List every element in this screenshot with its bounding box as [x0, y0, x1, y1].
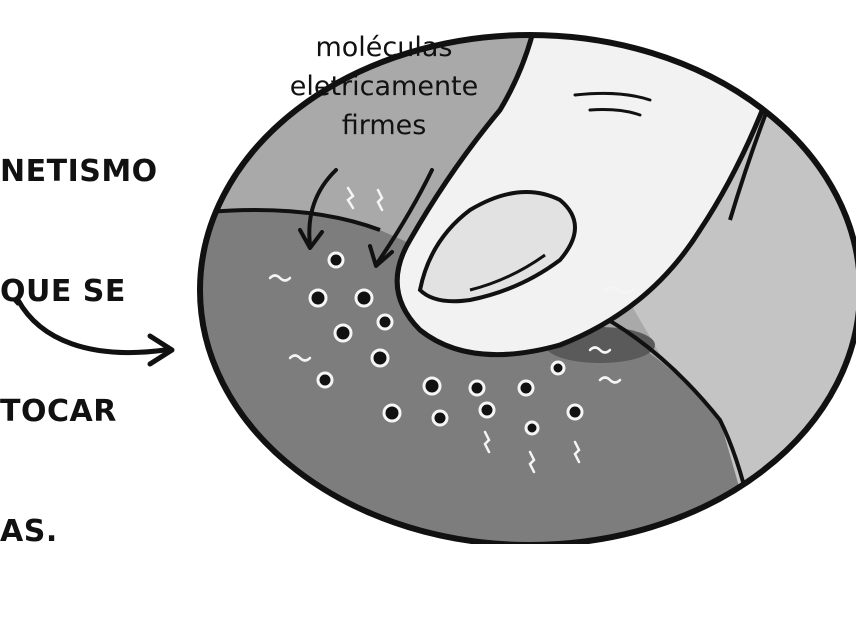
label-line: firmes	[258, 106, 510, 145]
molecule-dot-icon	[384, 405, 400, 421]
label-line: moléculas	[258, 28, 510, 67]
molecule-dot-icon	[378, 315, 392, 329]
label-line: eletricamente	[258, 67, 510, 106]
molecule-dot-icon	[519, 381, 533, 395]
comic-panel: NETISMO QUE SE TOCAR AS. moléculas eletr…	[0, 0, 856, 544]
molecule-dot-icon	[433, 411, 447, 425]
molecule-dot-icon	[552, 362, 564, 374]
caption-line: AS.	[0, 512, 158, 552]
molecule-dot-icon	[318, 373, 332, 387]
caption-left: NETISMO QUE SE TOCAR AS.	[0, 72, 158, 632]
molecule-dot-icon	[424, 378, 440, 394]
molecule-dot-icon	[356, 290, 372, 306]
molecule-dot-icon	[470, 381, 484, 395]
caption-line: TOCAR	[0, 392, 158, 432]
molecule-dot-icon	[335, 325, 351, 341]
magnifier-label: moléculas eletricamente firmes	[258, 28, 510, 145]
molecule-dot-icon	[310, 290, 326, 306]
caption-line: QUE SE	[0, 272, 158, 312]
molecule-dot-icon	[329, 253, 343, 267]
molecule-dot-icon	[568, 405, 582, 419]
molecule-dot-icon	[372, 350, 388, 366]
molecule-dot-icon	[526, 422, 538, 434]
molecule-dot-icon	[480, 403, 494, 417]
caption-line: NETISMO	[0, 152, 158, 192]
